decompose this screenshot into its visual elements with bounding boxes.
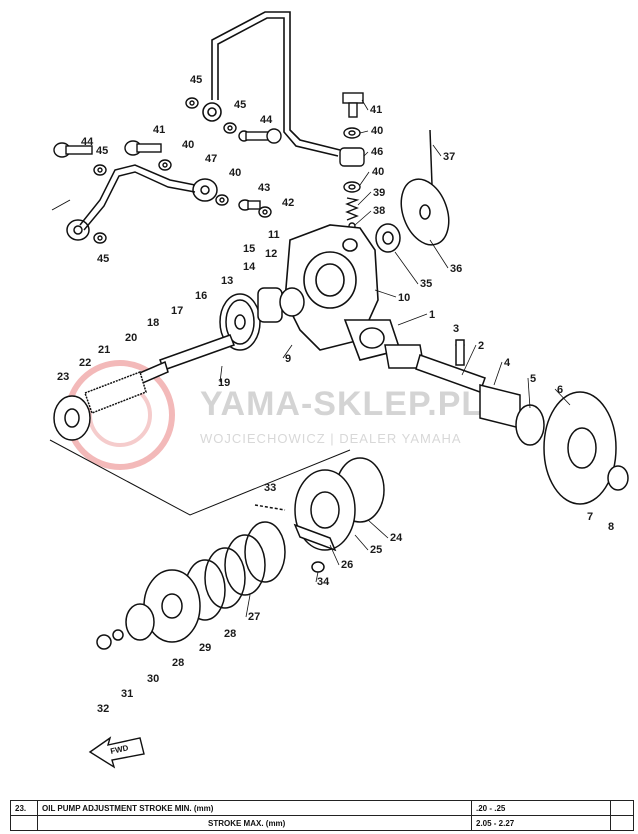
callout-47: 47: [205, 153, 217, 165]
callout-30: 30: [147, 673, 159, 685]
banjo-bolts: [53, 97, 282, 244]
fwd-label: FWD: [110, 743, 130, 756]
callout-45c: 45: [96, 145, 108, 157]
callout-44a: 44: [81, 136, 94, 148]
callout-23: 23: [57, 371, 69, 383]
callout-45a: 45: [190, 74, 202, 86]
callout-26: 26: [341, 559, 353, 571]
callout-7: 7: [587, 511, 593, 523]
callout-6: 6: [557, 384, 563, 396]
leader-lines: [219, 99, 571, 618]
callout-40a: 40: [371, 125, 383, 137]
callout-22: 22: [79, 357, 91, 369]
callout-28a: 28: [224, 628, 236, 640]
callout-19: 19: [218, 377, 230, 389]
spec-row: 23. OIL PUMP ADJUSTMENT STROKE MIN. (mm)…: [10, 800, 634, 816]
callout-40b: 40: [372, 166, 384, 178]
spec-blank: [610, 815, 634, 831]
callout-25: 25: [370, 544, 382, 556]
callout-18: 18: [147, 317, 159, 329]
callout-41a: 41: [370, 104, 382, 116]
callout-9: 9: [285, 353, 291, 365]
callout-21: 21: [98, 344, 110, 356]
callout-43: 43: [258, 182, 270, 194]
callout-41b: 41: [153, 124, 165, 136]
pump-housing-lower: [96, 457, 385, 650]
callout-35: 35: [420, 278, 432, 290]
callout-4: 4: [504, 357, 511, 369]
callout-40c: 40: [182, 139, 194, 151]
oil-pipe-upper: [202, 11, 341, 157]
callout-16: 16: [195, 290, 207, 302]
spec-table: 23. OIL PUMP ADJUSTMENT STROKE MIN. (mm)…: [10, 800, 634, 831]
callout-46: 46: [371, 146, 383, 158]
callout-5: 5: [530, 373, 536, 385]
callout-39: 39: [373, 187, 385, 199]
callout-31: 31: [121, 688, 133, 700]
spec-number: [10, 815, 38, 831]
callout-37: 37: [443, 151, 455, 163]
callout-3: 3: [453, 323, 459, 335]
worm-shaft-assembly: [384, 339, 629, 505]
callout-42: 42: [282, 197, 294, 209]
pump-body: [284, 224, 402, 361]
cover-plate: [375, 129, 450, 253]
bleed-bolt-stack: [339, 92, 365, 230]
callout-10: 10: [398, 292, 410, 304]
callout-44b: 44: [260, 114, 273, 126]
spec-value: .20 - .25: [471, 800, 611, 816]
callout-38: 38: [373, 205, 385, 217]
watermark-brand: YAMA-SKLEP.PL: [200, 385, 483, 423]
callout-32: 32: [97, 703, 109, 715]
plunger-shaft-assembly: [53, 334, 235, 441]
spec-blank: [610, 800, 634, 816]
callout-2: 2: [478, 340, 484, 352]
callout-33: 33: [264, 482, 276, 494]
callout-36: 36: [450, 263, 462, 275]
spec-label: STROKE MAX. (mm): [37, 815, 472, 831]
callout-8: 8: [608, 521, 614, 533]
callout-20: 20: [125, 332, 137, 344]
callout-15: 15: [243, 243, 255, 255]
callouts: 1 2 3 4 5 6 7 8 9 10 11 12 13 14 15 16 1…: [57, 74, 614, 715]
callout-24: 24: [390, 532, 403, 544]
callout-13: 13: [221, 275, 233, 287]
spec-label: OIL PUMP ADJUSTMENT STROKE MIN. (mm): [37, 800, 472, 816]
callout-11: 11: [268, 229, 280, 241]
callout-29: 29: [199, 642, 211, 654]
callout-45b: 45: [234, 99, 246, 111]
spec-row: STROKE MAX. (mm) 2.05 - 2.27: [10, 815, 634, 831]
callout-45d: 45: [97, 253, 109, 265]
watermark: YAMA-SKLEP.PL WOJCIECHOWICZ | DEALER YAM…: [65, 360, 483, 470]
callout-28b: 28: [172, 657, 184, 669]
assembly-bracket: [49, 199, 351, 516]
oil-pipe-left: [66, 164, 218, 241]
callout-14: 14: [243, 261, 256, 273]
callout-40d: 40: [229, 167, 241, 179]
spec-number: 23.: [10, 800, 38, 816]
callout-27: 27: [248, 611, 260, 623]
forward-arrow-icon: FWD: [88, 736, 145, 769]
watermark-dealer: WOJCIECHOWICZ | DEALER YAMAHA: [200, 431, 462, 446]
spec-value: 2.05 - 2.27: [471, 815, 611, 831]
callout-1: 1: [429, 309, 435, 321]
callout-12: 12: [265, 248, 277, 260]
callout-34: 34: [317, 576, 330, 588]
callout-17: 17: [171, 305, 183, 317]
